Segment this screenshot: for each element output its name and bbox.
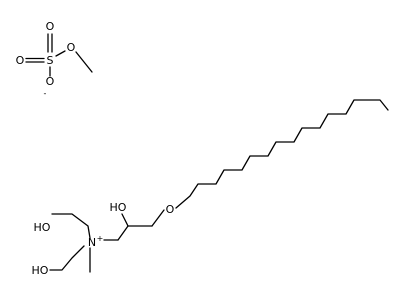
sulfate-oxygen-top: O: [46, 20, 55, 33]
sulfate-oxygen-anion: O: [46, 75, 55, 88]
quaternary-ammonium-head: HO HO N +: [32, 213, 104, 277]
hydroxypropyl-ether-linker: O HO: [103, 201, 175, 241]
lower-hydroxyethyl-arm: [49, 245, 85, 271]
sulfate-ester-oxygen: O: [67, 41, 76, 54]
anion-charge: -: [44, 89, 47, 98]
dodecyl-zigzag: [175, 99, 389, 209]
bond-ch-ch2n: [117, 225, 129, 241]
methyl-sulfate-anion: O S O O O -: [16, 20, 93, 98]
bond-ether-ch2: [151, 209, 165, 227]
nitrogen-label: N: [88, 236, 96, 249]
upper-hydroxyethyl-arm: [51, 213, 91, 239]
dodecyl-chain: [175, 99, 389, 209]
hydroxyl-label: HO: [110, 201, 127, 214]
bond-s-o-ester: [55, 50, 66, 57]
bond-o-methyl: [75, 51, 93, 73]
hydroethyl-lower-label: HO: [32, 264, 49, 277]
sulfate-oxygen-left: O: [16, 54, 25, 67]
cation-charge: +: [97, 234, 104, 243]
ether-oxygen: O: [166, 203, 175, 216]
sulfate-sulfur: S: [47, 54, 54, 67]
bond-ch-oh: [121, 213, 129, 227]
hydroethyl-upper-label: HO: [34, 221, 51, 234]
